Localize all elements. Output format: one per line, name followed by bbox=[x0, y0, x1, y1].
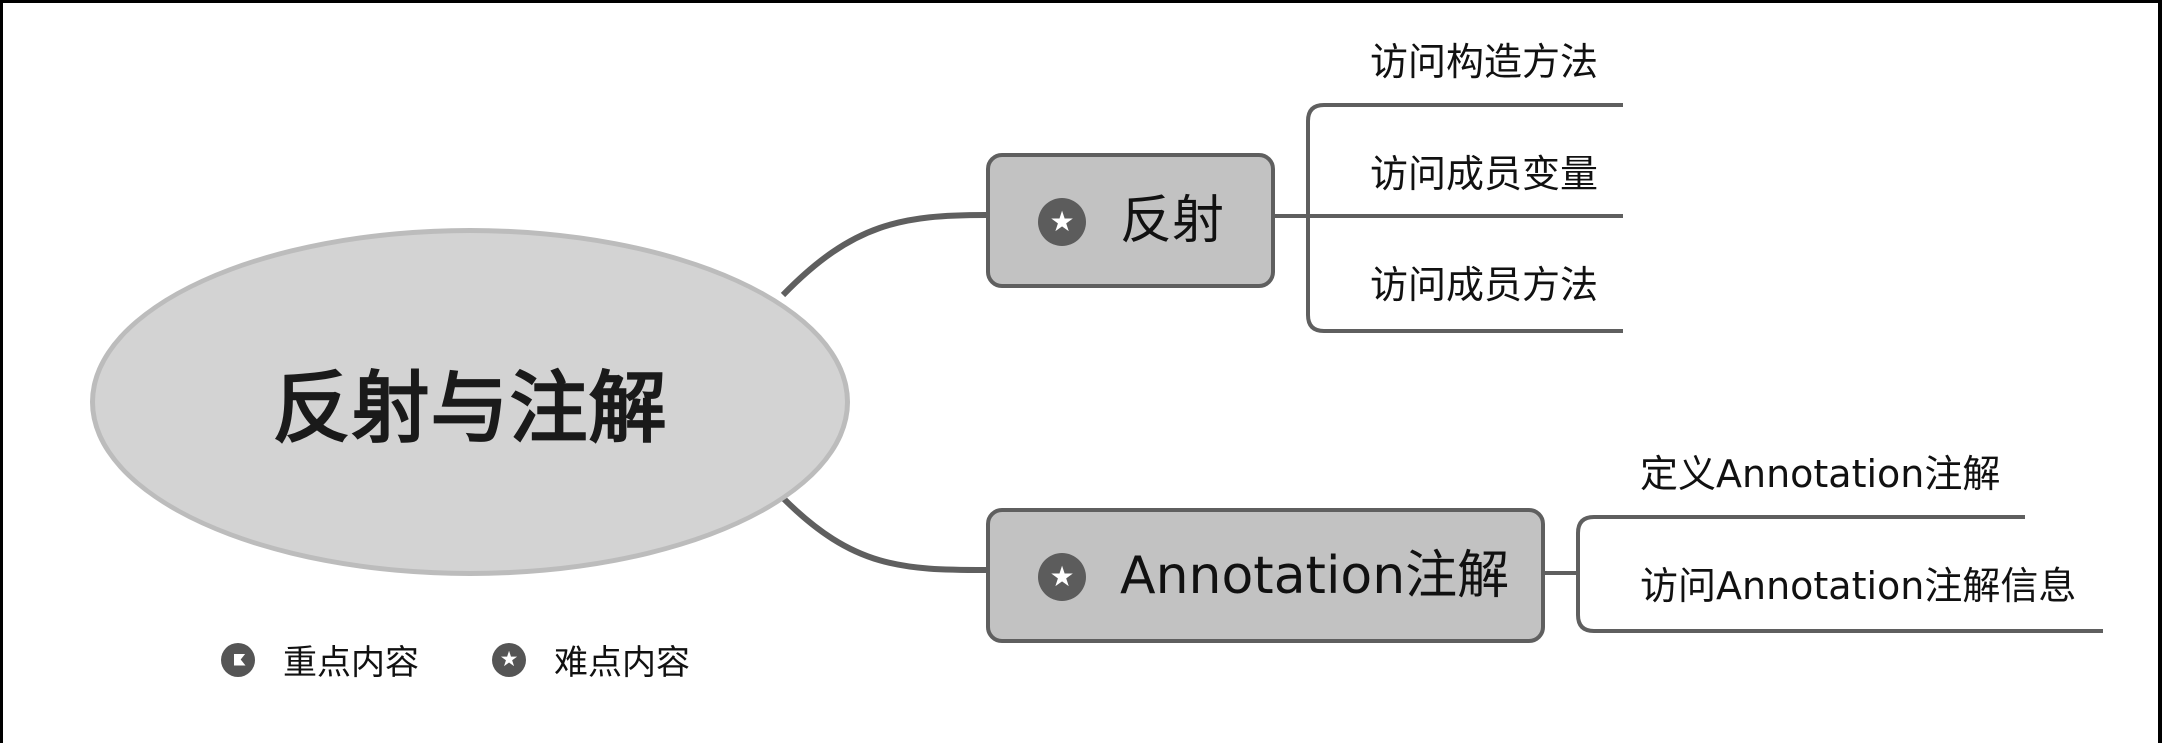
leaf-topic[interactable]: 访问构造方法 bbox=[1370, 40, 1599, 84]
connector-branch1-leaves bbox=[1275, 103, 1623, 333]
branch-topic-label: 反射 bbox=[1120, 191, 1225, 251]
leaf-topic[interactable]: 访问成员变量 bbox=[1370, 152, 1599, 196]
mindmap-canvas: 反射与注解 ★ 反射 ★ Annotation注解 访问构造方法 访问成员变量 … bbox=[3, 3, 2158, 743]
legend-item-difficult-content: ★ 难点内容 bbox=[492, 635, 690, 684]
connector-root-branch1 bbox=[780, 212, 987, 298]
star-icon: ★ bbox=[492, 642, 526, 677]
connector-branch2-leaves bbox=[1545, 515, 2103, 633]
root-topic[interactable]: 反射与注解 bbox=[90, 228, 850, 576]
root-topic-label: 反射与注解 bbox=[272, 364, 668, 454]
connector-lines bbox=[780, 103, 2103, 633]
legend-label: 重点内容 bbox=[283, 643, 419, 683]
branch-topic-annotation[interactable]: ★ Annotation注解 bbox=[986, 508, 1545, 643]
flag-icon bbox=[221, 642, 255, 677]
legend-label: 难点内容 bbox=[554, 643, 690, 683]
star-icon: ★ bbox=[1038, 198, 1086, 246]
leaf-topic[interactable]: 访问成员方法 bbox=[1370, 263, 1599, 307]
star-icon: ★ bbox=[1038, 553, 1086, 601]
legend-item-key-content: 重点内容 bbox=[221, 635, 419, 684]
branch-topic-label: Annotation注解 bbox=[1120, 546, 1510, 606]
connector-root-branch2 bbox=[780, 495, 987, 573]
leaf-topic[interactable]: 定义Annotation注解 bbox=[1640, 452, 2001, 496]
branch-topic-reflection[interactable]: ★ 反射 bbox=[986, 153, 1275, 288]
leaf-topic[interactable]: 访问Annotation注解信息 bbox=[1640, 564, 2077, 608]
